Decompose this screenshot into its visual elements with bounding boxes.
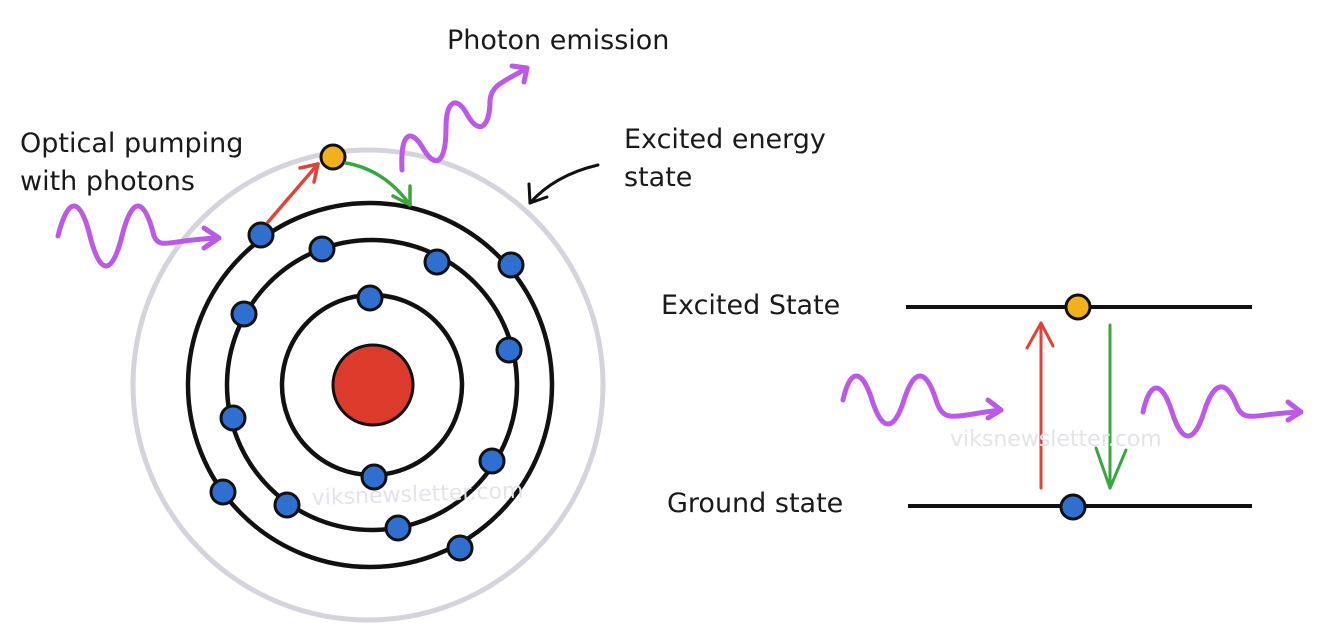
absorption-arrow (266, 162, 320, 224)
electron (273, 491, 301, 519)
electron (356, 284, 384, 312)
outer-excited-shell (130, 147, 606, 623)
excited-state-electron (1064, 293, 1092, 321)
pointer-arrow (527, 163, 600, 205)
photon-emission-label: Photon emission (447, 25, 669, 56)
electron (423, 248, 451, 276)
atom-model (55, 63, 606, 623)
electron (209, 478, 237, 506)
emission-arrow (344, 161, 412, 207)
ground-state-electron (1059, 493, 1087, 521)
energy-level-diagram (840, 293, 1304, 521)
electron (247, 221, 275, 249)
electron (219, 404, 247, 432)
electron (360, 463, 388, 491)
optical-pumping-label-line1: Optical pumping (20, 128, 243, 159)
emission-down-arrow (1094, 323, 1128, 490)
nucleus (331, 343, 415, 427)
electron (446, 534, 474, 562)
watermark-right: viksnewsletter.com (950, 427, 1162, 452)
orbit-shell-2 (224, 237, 520, 533)
electron (384, 514, 412, 542)
excited-electron (319, 143, 347, 171)
excited-energy-label-line2: state (624, 162, 692, 193)
incoming-photon-wave-icon (55, 203, 222, 269)
incident-photon-wave-icon (840, 373, 1004, 427)
emitted-photon-wave-right-icon (1140, 384, 1304, 439)
optical-pumping-label-line2: with photons (20, 166, 195, 197)
orbit-shell-3 (185, 200, 555, 570)
electron (308, 235, 336, 263)
excited-state-label: Excited State (661, 290, 840, 321)
electrons (209, 221, 525, 562)
ground-state-label: Ground state (667, 488, 843, 519)
emitted-photon-wave-icon (399, 63, 530, 173)
electron (495, 336, 523, 364)
electron (478, 447, 506, 475)
watermark-left: viksnewsletter.com (311, 479, 523, 511)
electron (230, 300, 258, 328)
electron (497, 251, 525, 279)
absorption-up-arrow (1025, 321, 1055, 490)
excited-energy-label-line1: Excited energy (624, 124, 826, 155)
